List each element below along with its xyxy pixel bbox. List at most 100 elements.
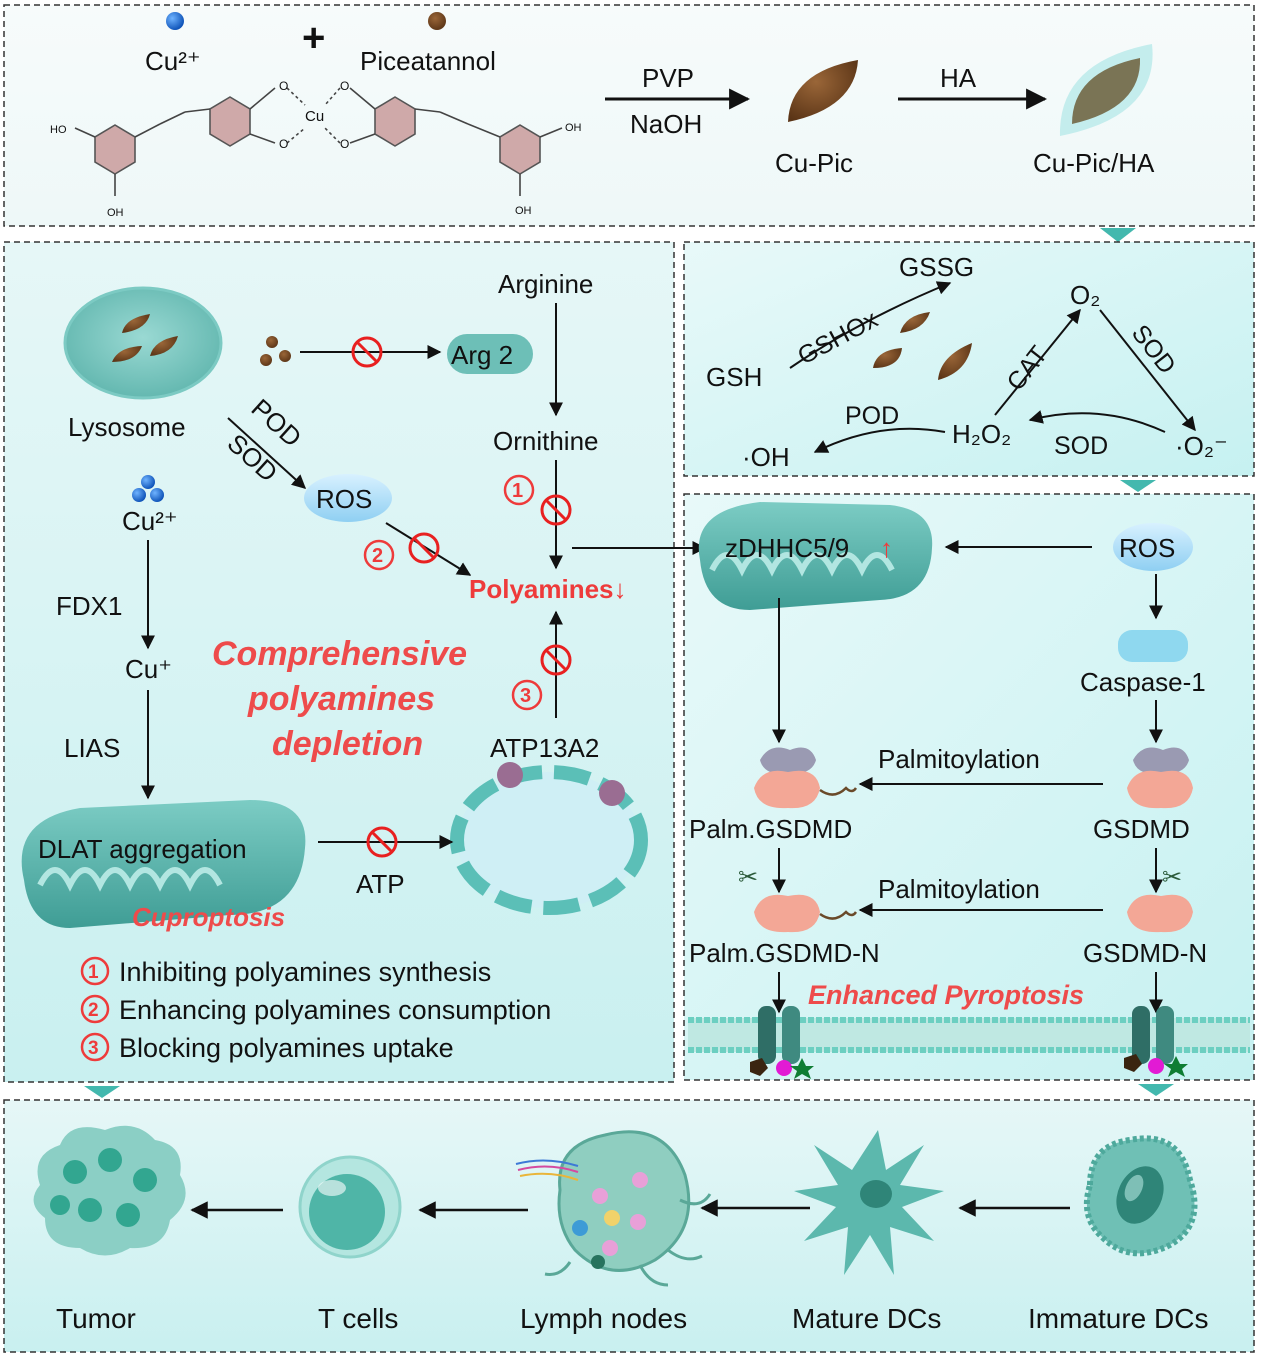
- palm-gsdmd-label: Palm.GSDMD: [689, 814, 852, 844]
- connector-arrow-1: [1100, 228, 1136, 242]
- atp13a2-label: ATP13A2: [490, 733, 599, 763]
- pod-label-right: POD: [845, 402, 899, 430]
- cu2-label: Cu²⁺: [122, 506, 178, 536]
- o-label-2: O: [279, 137, 288, 151]
- svg-text:1: 1: [88, 962, 99, 983]
- svg-text:Blocking polyamines uptake: Blocking polyamines uptake: [119, 1033, 454, 1063]
- caspase-icon: [1118, 630, 1188, 662]
- immature-dcs-label: Immature DCs: [1028, 1303, 1208, 1334]
- cu-cluster-dot-1: [141, 475, 155, 489]
- palm-gsdmd-n-label: Palm.GSDMD-N: [689, 938, 880, 968]
- lysosome-label: Lysosome: [68, 412, 186, 442]
- o2-label: O₂: [1070, 280, 1100, 310]
- depletion-title-2: polyamines: [247, 680, 435, 718]
- pod-sod-arrow: [227, 417, 307, 489]
- svg-text:Inhibiting polyamines synthesi: Inhibiting polyamines synthesis: [119, 957, 491, 987]
- ha-label: HA: [940, 63, 977, 93]
- cu-cluster-dot-2: [132, 488, 146, 502]
- h2o2-o2-arrow: [994, 308, 1081, 416]
- legend-item-2: 2 Enhancing polyamines consumption: [80, 994, 551, 1025]
- tumor-icon: [33, 1125, 186, 1256]
- tcell-icon: [298, 1155, 402, 1259]
- gsdmd-protein-icon: [1127, 747, 1193, 809]
- h2o2-oh-arrow: [813, 427, 946, 453]
- cu-ion-label: Cu²⁺: [145, 46, 201, 76]
- cu-cluster-dot-3: [150, 488, 164, 502]
- depletion-title-3: depletion: [272, 725, 423, 763]
- piceatannol-icon: [428, 12, 446, 30]
- svg-text:2: 2: [372, 545, 383, 567]
- cu-pic-structure: [74, 87, 563, 196]
- gsdmd-n-label: GSDMD-N: [1083, 938, 1207, 968]
- connector-arrow-2: [1120, 480, 1156, 492]
- arg2-enzyme-icon: [447, 334, 533, 374]
- step-marker-1: 1: [503, 474, 535, 506]
- connector-arrow-4: [1138, 1084, 1174, 1096]
- palm-gsdmd-protein-icon: [754, 747, 858, 809]
- ros-cloud-left: [304, 474, 392, 522]
- cu-ion-icon: [166, 12, 184, 30]
- naoh-label: NaOH: [630, 109, 702, 139]
- lysosome-nano-2: [112, 346, 142, 362]
- cupic-label: Cu-Pic: [775, 148, 853, 178]
- nanoparticle-dot-1: [266, 336, 278, 348]
- scissors-icon-left: ✂: [738, 864, 758, 891]
- gsdmd-label: GSDMD: [1093, 814, 1190, 844]
- svg-text:Enhancing polyamines consumpti: Enhancing polyamines consumption: [119, 995, 551, 1025]
- dlat-label: DLAT aggregation: [38, 834, 247, 864]
- caspase-label: Caspase-1: [1080, 667, 1206, 697]
- depletion-title-1: Comprehensive: [212, 635, 467, 673]
- enzyme-nano-3: [938, 343, 972, 380]
- polyamines-label: Polyamines↓: [469, 574, 627, 604]
- pvp-label: PVP: [642, 63, 694, 93]
- immature-dc-icon: [1084, 1135, 1198, 1257]
- mature-dcs-label: Mature DCs: [792, 1303, 941, 1334]
- nanoparticle-dot-2: [279, 350, 291, 362]
- lysosome-vesicle: [450, 762, 648, 915]
- cupicha-label: Cu-Pic/HA: [1033, 148, 1155, 178]
- superoxide-label: ·O₂⁻: [1175, 431, 1228, 461]
- inhibit-icon-arg2: [351, 336, 383, 368]
- oh-label-bottom: OH: [515, 205, 532, 217]
- inhibit-icon-atp: [366, 826, 398, 858]
- o-label-3: O: [340, 79, 349, 93]
- cupic-nanoparticle: [788, 60, 858, 122]
- atp-label: ATP: [356, 869, 405, 899]
- oh-label-right: OH: [565, 122, 582, 134]
- ros-cloud-right: [1113, 523, 1193, 571]
- superoxide-h2o2-arrow: [1028, 410, 1166, 433]
- ros-label-left: ROS: [316, 484, 372, 514]
- hydroxyl-label: ·OH: [742, 442, 790, 472]
- lysosome-nano-3: [150, 336, 178, 356]
- zdhhc-label: zDHHC5/9: [725, 533, 849, 563]
- inhibit-icon-uptake: [540, 644, 572, 676]
- tumor-label: Tumor: [56, 1303, 136, 1334]
- tcells-label: T cells: [318, 1303, 398, 1334]
- sod-label-right-2: SOD: [1054, 432, 1108, 460]
- ornithine-label: Ornithine: [493, 426, 599, 456]
- ros-polyamine-arrow: [385, 522, 472, 576]
- released-factors-right: [1124, 1054, 1188, 1077]
- enzyme-panel: [683, 241, 1255, 477]
- zdhhc-up-arrow: ↑: [880, 533, 893, 563]
- piceatannol-label: Piceatannol: [360, 46, 496, 76]
- legend-item-1: 1 Inhibiting polyamines synthesis: [80, 956, 491, 987]
- enzyme-nano-2: [873, 348, 902, 368]
- gsdmd-n-icon: [1127, 894, 1193, 933]
- svg-text:3: 3: [520, 685, 531, 707]
- gsh-label: GSH: [706, 362, 762, 392]
- svg-text:3: 3: [88, 1038, 99, 1059]
- cuproptosis-label: Cuproptosis: [132, 902, 285, 932]
- o-label-1: O: [279, 79, 288, 93]
- arginine-label: Arginine: [498, 269, 593, 299]
- step-marker-2: 2: [363, 539, 395, 571]
- inhibit-icon-ros: [408, 532, 440, 564]
- lymph-node-icon: [515, 1130, 712, 1287]
- svg-text:2: 2: [88, 1000, 99, 1021]
- released-factors-left: [750, 1058, 814, 1079]
- lias-label: LIAS: [64, 733, 120, 763]
- lysosome-icon: [63, 286, 223, 400]
- plus-sign: +: [302, 16, 325, 60]
- arg2-label: Arg 2: [451, 340, 513, 370]
